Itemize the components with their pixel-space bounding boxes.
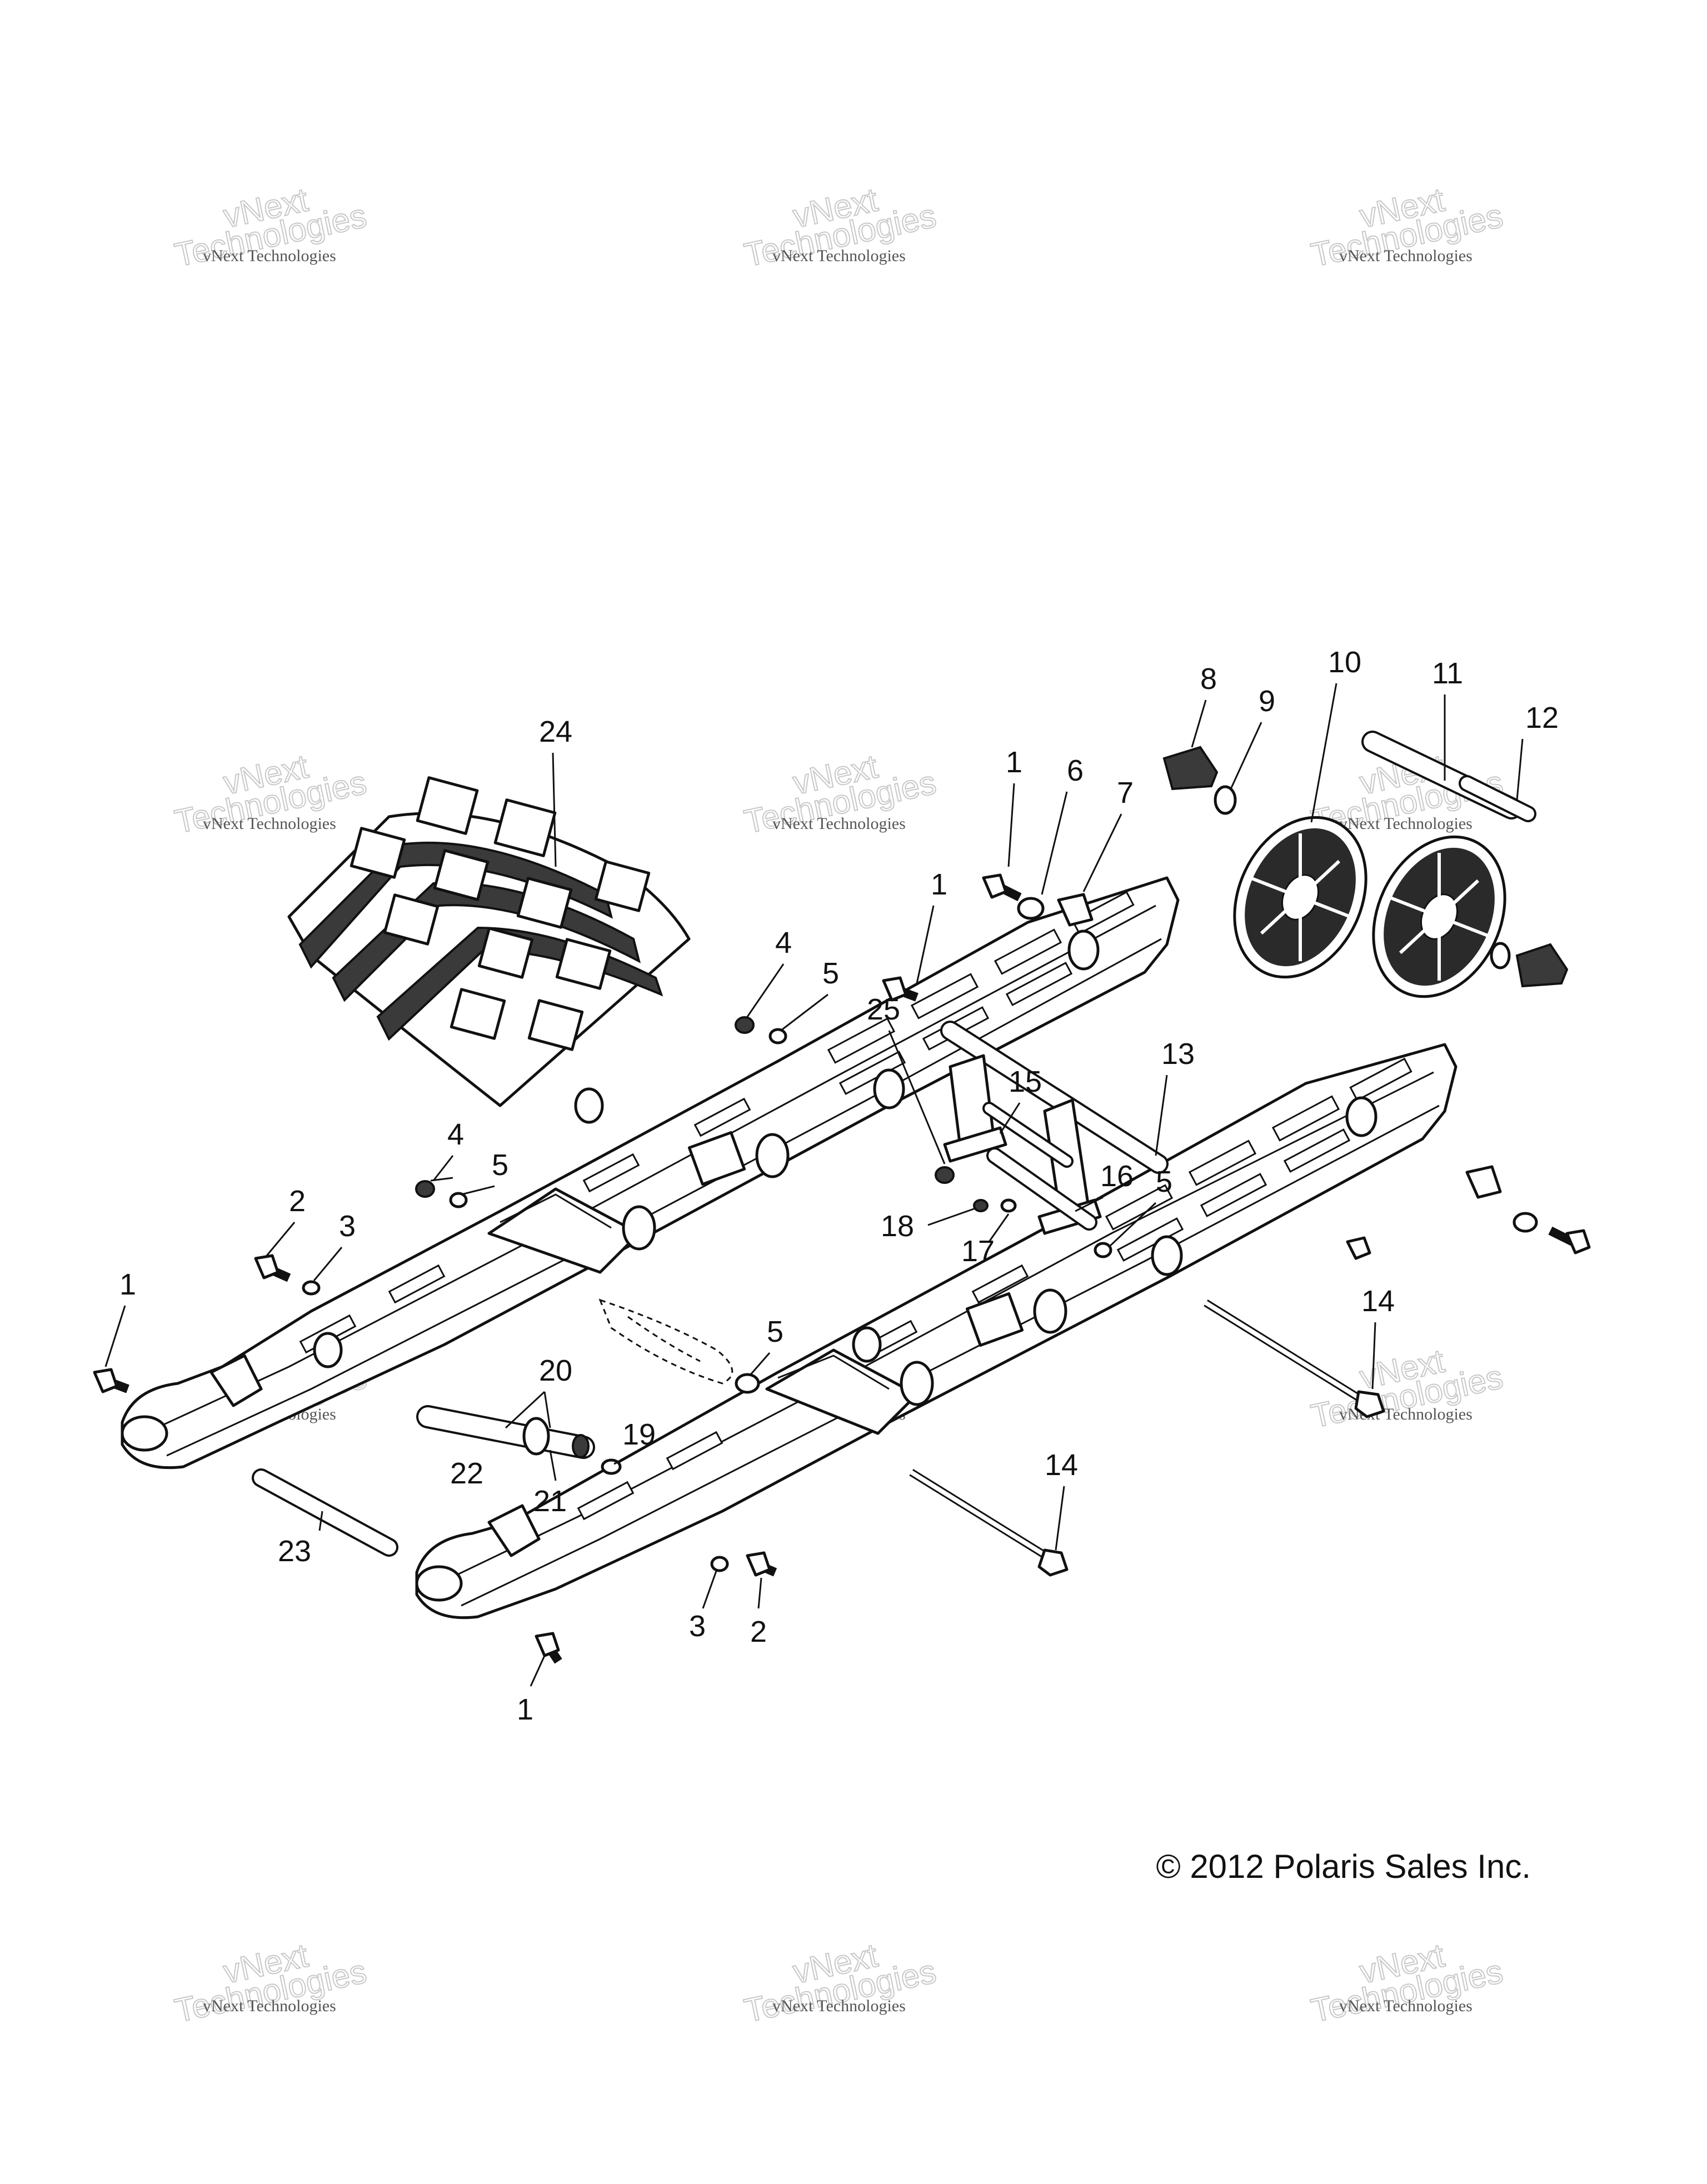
- callout-2-lower: 2: [750, 1615, 767, 1648]
- callout-24: 24: [539, 715, 572, 748]
- callout-17: 17: [961, 1235, 995, 1268]
- washer-5-cross: [1094, 1242, 1112, 1258]
- bolt-1-left: [93, 1368, 129, 1393]
- watermark-small-bottom-left: vNext Technologies: [203, 1997, 336, 2015]
- ring-9-upper: [1214, 785, 1237, 815]
- wheel-cap-8-upper: [1162, 746, 1219, 791]
- callout-22: 22: [450, 1457, 483, 1490]
- wheel-cap-lower: [1515, 943, 1569, 988]
- right-rail: [415, 1043, 1458, 1620]
- bolt-2-upper: [254, 1254, 291, 1282]
- callout-9: 9: [1259, 684, 1275, 718]
- washer-5-upper: [768, 1028, 787, 1044]
- callout-19: 19: [622, 1418, 656, 1451]
- idler-wheel-upper: [1233, 816, 1367, 979]
- callout-labels: 24 1 6 7 8 9 10 11 12 1 4 5 25 13 15 16 …: [119, 646, 1559, 1726]
- washer-3-upper: [302, 1280, 321, 1296]
- watermark-small-top-left: vNext Technologies: [203, 247, 336, 265]
- callout-3-upper: 3: [339, 1210, 356, 1243]
- callout-1-left: 1: [119, 1268, 136, 1301]
- long-bolt-14-lower: [909, 1469, 1069, 1577]
- track-section: [287, 776, 691, 1107]
- callout-1-mid: 1: [931, 868, 947, 901]
- watermark-small-bottom-center: vNext Technologies: [772, 1997, 906, 2015]
- callout-25: 25: [867, 993, 900, 1026]
- watermark-small-mid-right: vNext Technologies: [1339, 814, 1473, 833]
- washer-3-lower: [710, 1556, 729, 1572]
- bolt-1-mid: [882, 976, 919, 1002]
- idler-shaft-11-12: [1361, 731, 1536, 822]
- callout-4-lower: 4: [447, 1118, 464, 1151]
- washer-5-lower: [449, 1192, 468, 1208]
- callout-16: 16: [1100, 1160, 1134, 1193]
- long-bolt-14-right: [1204, 1300, 1385, 1418]
- watermark-small-mid-center: vNext Technologies: [772, 814, 906, 833]
- callout-21: 21: [533, 1485, 567, 1518]
- washer-5-rail: [735, 1373, 760, 1394]
- watermark-small-bottom-right: vNext Technologies: [1339, 1997, 1473, 2015]
- callout-7: 7: [1117, 776, 1134, 809]
- cross-shaft-assembly: [943, 1054, 1102, 1235]
- callout-14-lower: 14: [1045, 1448, 1078, 1482]
- bracket-7-upper: [1057, 893, 1094, 927]
- callout-1-top: 1: [1006, 746, 1022, 779]
- callout-5-cross: 5: [1156, 1165, 1172, 1198]
- copyright-notice: © 2012 Polaris Sales Inc.: [1156, 1848, 1531, 1885]
- ring-9-lower: [1490, 942, 1511, 969]
- callout-8: 8: [1200, 662, 1217, 696]
- callout-6: 6: [1067, 754, 1084, 787]
- callout-2-upper: 2: [289, 1185, 306, 1218]
- callout-15: 15: [1009, 1065, 1042, 1098]
- callout-1-bottom: 1: [517, 1693, 533, 1726]
- callout-12: 12: [1525, 701, 1559, 734]
- callout-23: 23: [278, 1535, 311, 1568]
- watermark-small-top-right: vNext Technologies: [1339, 247, 1473, 265]
- callout-4-upper: 4: [775, 926, 792, 959]
- callout-14-right: 14: [1361, 1285, 1395, 1318]
- nut-4-upper: [735, 1016, 755, 1034]
- callout-10: 10: [1328, 646, 1361, 679]
- grease-fitting-18: [973, 1199, 989, 1212]
- watermark-small-top-center: vNext Technologies: [772, 247, 906, 265]
- left-rail: [121, 876, 1180, 1470]
- washer-right: [1513, 1212, 1538, 1233]
- callout-18: 18: [881, 1210, 914, 1243]
- watermark-small-mid-left: vNext Technologies: [203, 814, 336, 833]
- callout-5-upper: 5: [822, 957, 839, 990]
- bolt-1-bottom: [535, 1632, 562, 1664]
- nut-25: [935, 1166, 955, 1184]
- spacer-shaft-20-21-22: [416, 1405, 595, 1459]
- washer-6: [1017, 897, 1045, 920]
- bracket-7-right: [1465, 1165, 1502, 1199]
- callout-5-rail: 5: [767, 1315, 783, 1348]
- callout-13: 13: [1161, 1037, 1195, 1071]
- bolt-2-lower: [746, 1551, 777, 1577]
- idler-wheel-lower: [1372, 835, 1506, 998]
- callout-5-lower: 5: [492, 1148, 508, 1182]
- bolt-1-top: [982, 873, 1022, 902]
- shaft-23: [252, 1468, 398, 1557]
- bolt-right-edge: [1548, 1226, 1591, 1255]
- callout-20: 20: [539, 1354, 572, 1387]
- nut-right-rail: [1346, 1236, 1371, 1260]
- rod-13: [940, 1021, 1169, 1174]
- callout-11: 11: [1432, 657, 1463, 690]
- sleeve-17: [1000, 1198, 1017, 1213]
- leader-lines: [104, 683, 1524, 1687]
- nut-4-lower: [415, 1180, 435, 1198]
- callout-3-lower: 3: [689, 1610, 706, 1643]
- hidden-link: [598, 1298, 733, 1385]
